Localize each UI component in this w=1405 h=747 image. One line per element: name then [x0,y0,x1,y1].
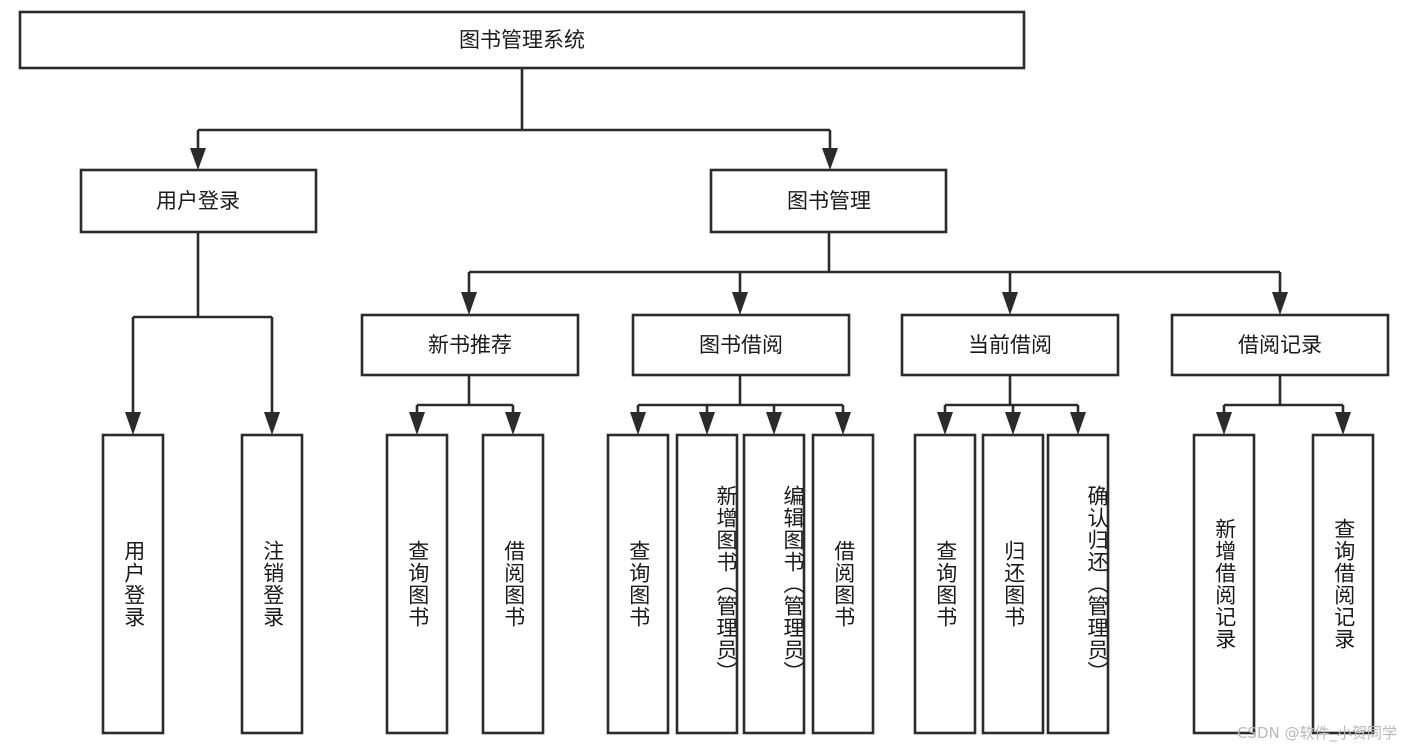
connector-root-to-level2 [190,68,838,170]
node-book-borrow[interactable]: 图书借阅 [631,313,851,377]
node-user-login[interactable]: 用户登录 [79,168,318,234]
leaf-box-borrow-book-nb[interactable] [481,433,545,735]
node-current-borrow-label: 当前借阅 [968,333,1052,357]
leaf-box-add-record[interactable] [1192,433,1256,735]
leaf-box-confirm-return[interactable] [1046,433,1110,735]
node-root-system[interactable]: 图书管理系统 [18,10,1026,70]
leaf-box-query-record[interactable] [1311,433,1375,735]
watermark-text: CSDN @软件_小贺同学 [1236,724,1397,742]
leaf-box-edit-book[interactable] [742,433,806,735]
leaf-box-query-book-bb[interactable] [606,433,670,735]
node-book-management-label: 图书管理 [787,189,871,213]
node-book-borrow-label: 图书借阅 [699,333,783,357]
node-new-book-recommend-label: 新书推荐 [428,333,512,357]
leaf-boxes [101,433,1375,735]
connector-userlogin-to-leaves [125,232,280,435]
connector-borrowrecords-to-leaves [1216,375,1351,435]
connector-bookmgmt-to-level3 [461,232,1288,315]
leaf-box-return-book[interactable] [981,433,1045,735]
node-borrow-records[interactable]: 借阅记录 [1170,313,1390,377]
node-borrow-records-label: 借阅记录 [1238,333,1322,357]
leaf-box-query-book-cb[interactable] [913,433,977,735]
node-user-login-label: 用户登录 [156,189,240,213]
leaf-box-borrow-book-bb[interactable] [811,433,875,735]
connector-currentborrow-to-leaves [937,375,1086,435]
node-root-label: 图书管理系统 [459,28,585,52]
node-book-management[interactable]: 图书管理 [709,168,948,234]
leaf-box-query-book-nb[interactable] [385,433,449,735]
connector-bookborrow-to-leaves [630,375,851,435]
leaf-box-user-login[interactable] [101,433,165,735]
leaf-box-add-book[interactable] [675,433,739,735]
leaf-box-logout[interactable] [240,433,304,735]
node-new-book-recommend[interactable]: 新书推荐 [360,313,580,377]
node-current-borrow[interactable]: 当前借阅 [900,313,1120,377]
connector-newbook-to-leaves [409,375,521,435]
